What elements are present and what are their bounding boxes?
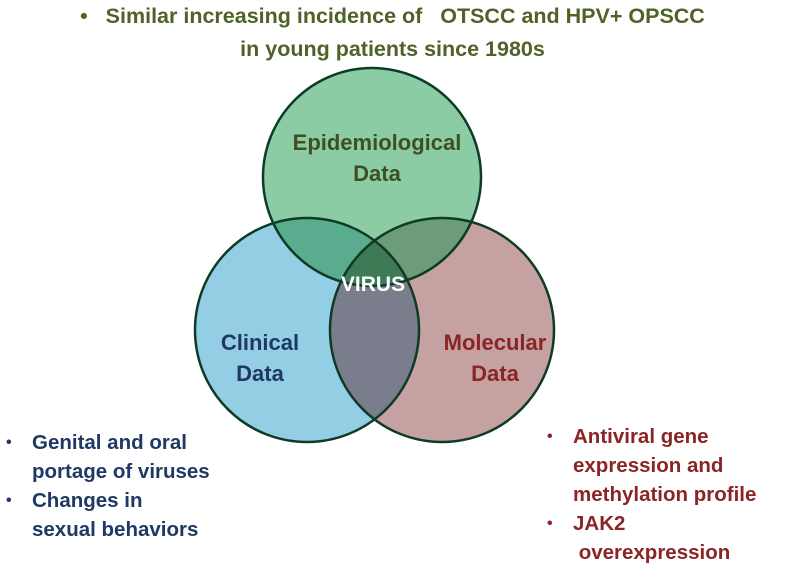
epidemiological-label-line-2: Data: [353, 161, 401, 186]
list-item-text: Antiviral gene: [573, 425, 709, 448]
epidemiological-data-label: Epidemiological Data: [262, 127, 492, 189]
molecular-data-label: Molecular Data: [410, 327, 580, 389]
list-item-text: JAK2: [573, 512, 626, 535]
list-item: • Genital and oral portage of viruses: [0, 428, 260, 486]
molecular-label-line-2: Data: [471, 361, 519, 386]
list-item-text: Changes in: [32, 489, 143, 512]
epidemiological-note: • Similar increasing incidence of OTSCC a…: [0, 0, 785, 66]
list-item-text: Genital and oral: [32, 431, 187, 454]
list-item-text: overexpression: [573, 541, 731, 564]
bullet-icon: •: [547, 515, 553, 532]
molecular-circle-outline: [328, 216, 556, 444]
clinical-points-list: • Genital and oral portage of viruses • …: [0, 428, 260, 544]
epidemiological-note-line-1: • Similar increasing incidence of OTSCC a…: [0, 0, 785, 33]
list-item: • Changes in sexual behaviors: [0, 486, 260, 544]
list-item: • Antiviral gene expression and methylat…: [541, 422, 785, 509]
epidemiological-note-line-2: in young patients since 1980s: [240, 37, 545, 61]
epidemiological-note-text-1: Similar increasing incidence of OTSCC an…: [105, 4, 705, 28]
virus-label: VIRUS: [340, 273, 406, 296]
epidemiological-label-line-1: Epidemiological: [292, 130, 462, 155]
list-item-text: portage of viruses: [32, 460, 210, 483]
bullet-icon: •: [6, 492, 12, 509]
bullet-icon: •: [6, 434, 12, 451]
clinical-data-label: Clinical Data: [180, 327, 340, 389]
bullet-icon: •: [80, 4, 88, 28]
clinical-label-line-1: Clinical: [220, 330, 300, 355]
list-item-text: expression and: [573, 454, 724, 477]
list-item-text: sexual behaviors: [32, 518, 199, 541]
bullet-icon: •: [547, 428, 553, 445]
clinical-label-line-2: Data: [236, 361, 284, 386]
clinical-circle-outline: [193, 216, 421, 444]
molecular-points-list: • Antiviral gene expression and methylat…: [541, 422, 785, 567]
molecular-label-line-1: Molecular: [443, 330, 547, 355]
epidemiological-circle-outline: [261, 66, 483, 288]
list-item-text: methylation profile: [573, 483, 757, 506]
virus-overlap: [330, 218, 419, 286]
list-item: • JAK2 overexpression: [541, 509, 785, 567]
